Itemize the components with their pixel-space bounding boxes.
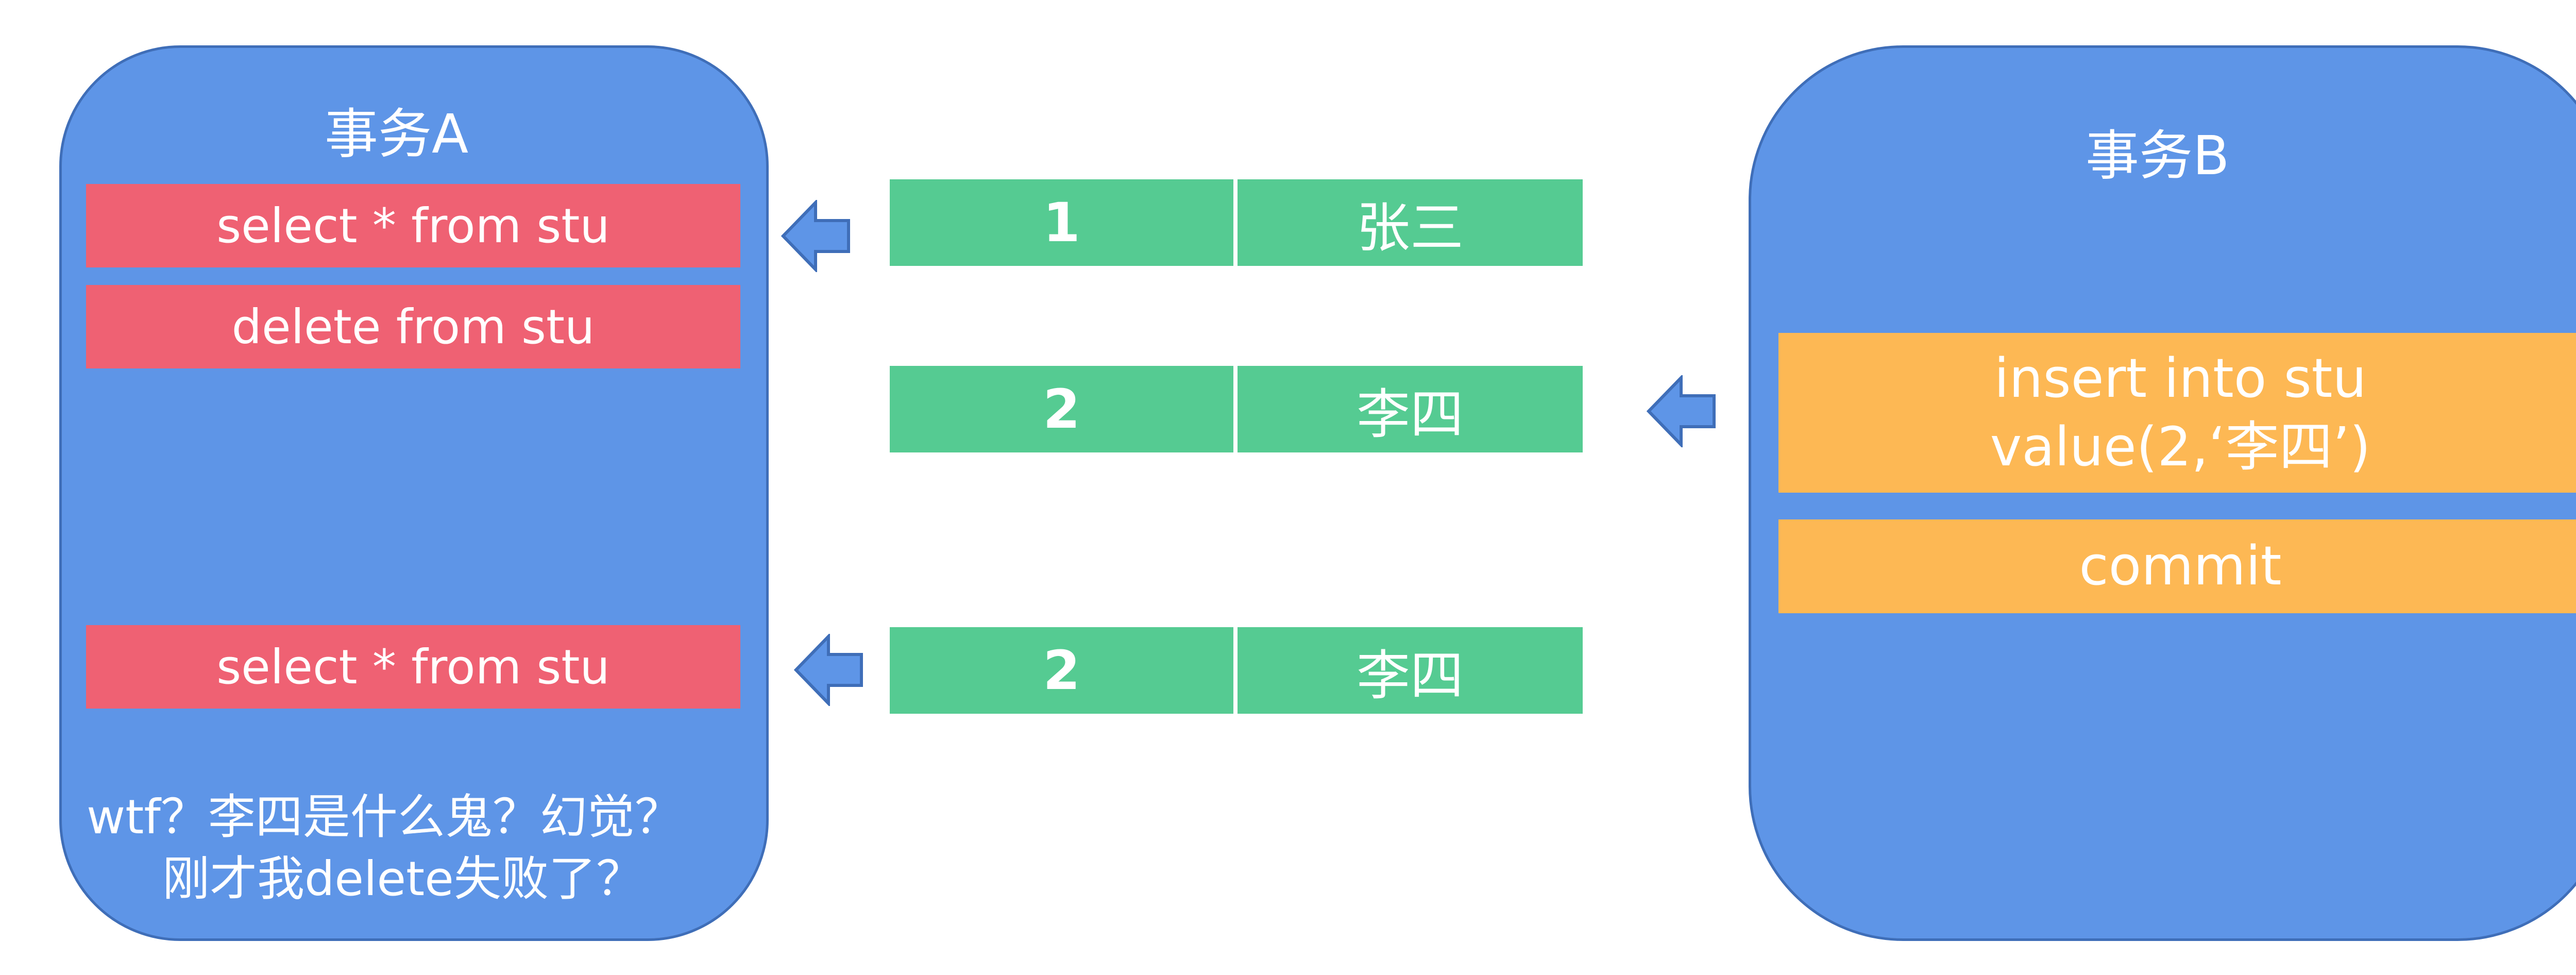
select-statement-1-label: select * from stu <box>216 198 610 254</box>
transaction-b-title: 事务B <box>2086 124 2230 187</box>
select-statement-2-label: select * from stu <box>216 639 610 695</box>
transaction-b-panel <box>1749 45 2576 941</box>
row-id-cell: 1 <box>890 179 1233 266</box>
arrow-left-icon <box>793 634 863 706</box>
delete-statement-label: delete from stu <box>231 299 595 355</box>
table-row: 1 张三 <box>890 179 1583 266</box>
arrow-left-icon <box>1646 375 1716 447</box>
commit-statement: commit <box>1778 519 2576 613</box>
select-statement-2: select * from stu <box>86 625 740 709</box>
table-row: 2 李四 <box>890 627 1583 714</box>
commit-statement-label: commit <box>2079 534 2282 598</box>
arrow-left-icon <box>781 200 850 272</box>
row-id-cell: 2 <box>890 366 1233 452</box>
insert-statement-line-2: value(2,‘李四’) <box>1990 415 2371 478</box>
transaction-a-note-line-2: 刚才我delete失败了？ <box>162 851 643 906</box>
row-name-cell: 张三 <box>1238 179 1583 266</box>
row-name-cell: 李四 <box>1238 366 1583 452</box>
transaction-a-note-line-1: wtf？李四是什么鬼？幻觉？ <box>87 789 682 845</box>
insert-statement-line-1: insert into stu <box>1994 346 2367 410</box>
transaction-a-title: 事务A <box>325 103 469 165</box>
delete-statement: delete from stu <box>86 285 740 368</box>
insert-statement: insert into stu value(2,‘李四’) <box>1778 333 2576 493</box>
row-id-cell: 2 <box>890 627 1233 714</box>
select-statement-1: select * from stu <box>86 184 740 267</box>
row-name-cell: 李四 <box>1238 627 1583 714</box>
table-row: 2 李四 <box>890 366 1583 452</box>
